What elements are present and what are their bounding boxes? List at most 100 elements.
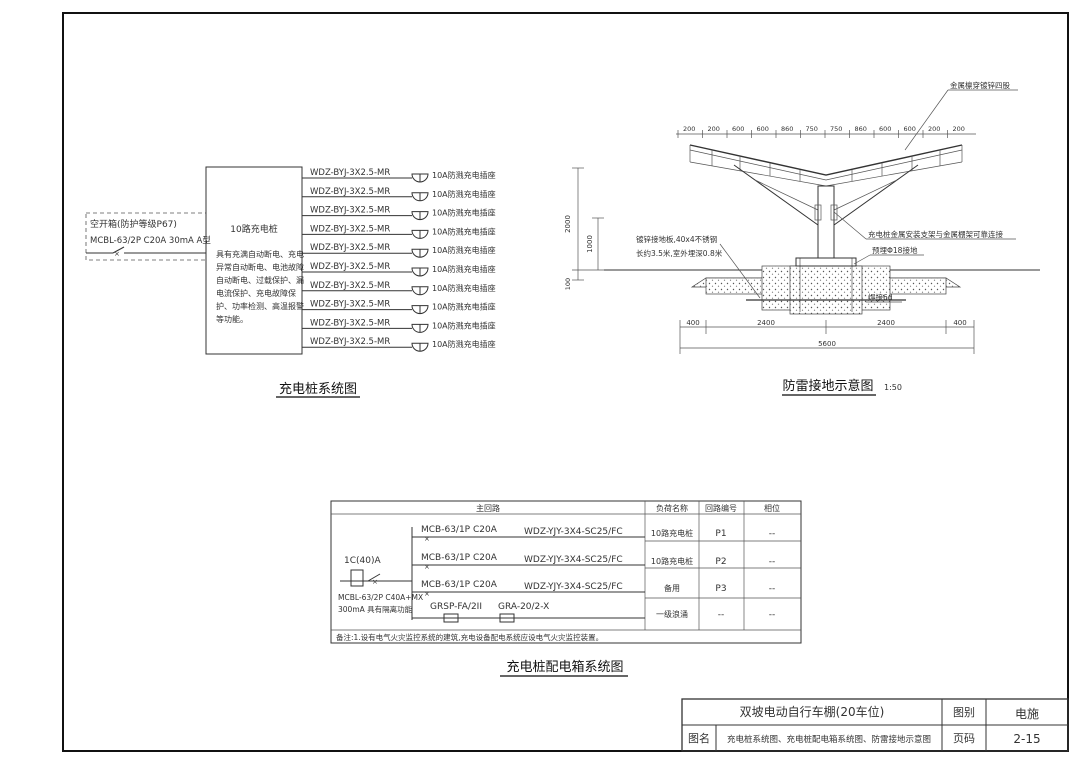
lightning-scale: 1:50: [884, 383, 902, 392]
breaker-switch: [112, 246, 125, 254]
total-dim: 5600: [818, 340, 836, 348]
row-cable: WDZ-YJY-3X4-SC25/FC: [524, 555, 623, 565]
box-desc-line: 自动断电、过载保护、漏: [216, 275, 304, 285]
distribution-note: 备注:1.设有电气火灾监控系统的建筑,充电设备配电系统应设电气火灾监控装置。: [336, 632, 603, 642]
header-circuit-no: 回路编号: [705, 503, 737, 513]
roof-dim: 200: [708, 125, 720, 133]
title-block: 双坡电动自行车棚(20车位) 图别 电施 图名 充电桩系统图、充电桩配电箱系统图…: [681, 698, 1069, 752]
outlet-circuits: WDZ-BYJ-3X2.5-MR 10A防溅充电插座 WDZ-BYJ-3X2.5-M…: [302, 168, 496, 352]
row-phase: --: [769, 610, 776, 620]
socket-icon: [411, 305, 429, 315]
main-breaker: MCBL-63/2P C40A+MX: [338, 593, 423, 602]
bolt-note: 充电桩金属安装支架与金属棚架可靠连接: [868, 229, 1003, 239]
row-breaker: MCB-63/1P C20A: [421, 553, 498, 563]
incoming-rating: 1C(40)A: [344, 556, 381, 566]
row-circuit: --: [718, 610, 725, 620]
surge-counter-icon: [499, 613, 515, 623]
row-phase: --: [769, 557, 776, 567]
socket-label: 10A防溅充电插座: [432, 208, 496, 218]
charger-system-title: 充电桩系统图: [279, 381, 357, 397]
foundation-dim: 400: [686, 319, 699, 327]
box-desc-line: 具有充满自动断电、充电: [216, 249, 304, 259]
cable-label: WDZ-BYJ-3X2.5-MR: [310, 318, 390, 328]
socket-label: 10A防溅充电插座: [432, 170, 496, 180]
cable-label: WDZ-BYJ-3X2.5-MR: [310, 168, 390, 178]
socket-icon: [411, 323, 429, 333]
roof-dim: 600: [879, 125, 891, 133]
socket-label: 10A防溅充电插座: [432, 283, 496, 293]
distribution-title: 充电桩配电箱系统图: [506, 659, 623, 675]
socket-icon: [411, 192, 429, 202]
socket-label: 10A防溅充电插座: [432, 320, 496, 330]
svg-text:×: ×: [372, 578, 378, 586]
header-main-circuit: 主回路: [476, 503, 500, 513]
meter-icon: [350, 569, 364, 587]
charger-box: [205, 166, 303, 355]
breaker-box-label: 空开箱(防护等级P67): [90, 218, 177, 230]
roof-dim: 860: [781, 125, 793, 133]
socket-icon: [411, 229, 429, 239]
foundation-dim: 400: [953, 319, 966, 327]
column: [817, 185, 835, 259]
distribution-diagram: 主回路 负荷名称 回路编号 相位 1C(40)A × MCBL-63/2P C4…: [330, 500, 802, 677]
box-desc-line: 异常自动断电、电池故障: [216, 262, 304, 272]
svg-text:×: ×: [424, 563, 430, 571]
cable-label: WDZ-BYJ-3X2.5-MR: [310, 300, 390, 310]
distribution-rows: MCB-63/1P C20A WDZ-YJY-3X4-SC25/FC × 10路充电桩…: [412, 525, 776, 623]
foundation-center: [789, 265, 863, 315]
main-breaker-rcd: 300mA 具有隔离功能: [338, 604, 413, 614]
cable-label: WDZ-BYJ-3X2.5-MR: [310, 187, 390, 197]
socket-label: 10A防溅充电插座: [432, 302, 496, 312]
socket-icon: [411, 248, 429, 258]
charger-box-title: 10路充电桩: [230, 223, 277, 235]
roof-dim: 200: [683, 125, 695, 133]
row-load: 10路充电桩: [651, 556, 693, 566]
socket-label: 10A防溅充电插座: [432, 245, 496, 255]
row-load: 备用: [664, 583, 680, 593]
roof-dim: 200: [953, 125, 965, 133]
roof-dim: 750: [830, 125, 842, 133]
charger-box-description: 具有充满自动断电、充电异常自动断电、电池故障自动断电、过载保护、漏电流保护、充电…: [216, 249, 304, 324]
row-cable: WDZ-YJY-3X4-SC25/FC: [524, 582, 623, 592]
roof-dim: 200: [928, 125, 940, 133]
height-dim-2000: 2000: [564, 215, 572, 233]
socket-label: 10A防溅充电插座: [432, 264, 496, 274]
lightning-title: 防雷接地示意图: [782, 378, 873, 394]
page-value: 2-15: [1013, 732, 1040, 746]
row-phase: --: [769, 584, 776, 594]
row-load: 10路充电桩: [651, 528, 693, 538]
socket-label: 10A防溅充电插座: [432, 339, 496, 349]
svg-text:×: ×: [114, 250, 120, 258]
foundation-dim: 2400: [757, 319, 775, 327]
ground-note-1: 镀锌接地板,40x4不锈钢: [636, 234, 717, 244]
cable-label: WDZ-BYJ-3X2.5-MR: [310, 337, 390, 347]
category-value: 电施: [1015, 707, 1039, 721]
cable-label: WDZ-BYJ-3X2.5-MR: [310, 206, 390, 216]
header-phase: 相位: [764, 503, 780, 513]
rebar-note: 预埋Φ18接地: [872, 245, 918, 255]
socket-label: 10A防溅充电插座: [432, 189, 496, 199]
cable-label: WDZ-BYJ-3X2.5-MR: [310, 243, 390, 253]
height-dim-1000: 1000: [586, 235, 594, 253]
svg-text:×: ×: [424, 535, 430, 543]
socket-icon: [411, 267, 429, 277]
roof-dim: 600: [732, 125, 744, 133]
row-cable: GRA-20/2-X: [498, 602, 549, 612]
socket-icon: [411, 286, 429, 296]
row-load: 一级浪涌: [656, 609, 688, 619]
socket-icon: [411, 342, 429, 352]
charger-system-diagram: 空开箱(防护等级P67) MCBL-63/2P C20A 30mA A型 × 1…: [85, 166, 496, 398]
drawing-label: 图名: [688, 731, 710, 745]
surge-protector-icon: [443, 613, 459, 623]
row-circuit: P1: [715, 529, 726, 539]
project-name: 双坡电动自行车棚(20车位): [740, 704, 885, 719]
svg-text:×: ×: [424, 590, 430, 598]
category-label: 图别: [953, 706, 975, 719]
header-load-name: 负荷名称: [656, 503, 688, 513]
distribution-table: [330, 500, 802, 644]
weld-note: 焊接6d: [868, 292, 893, 302]
cable-label: WDZ-BYJ-3X2.5-MR: [310, 224, 390, 234]
socket-label: 10A防溅充电插座: [432, 226, 496, 236]
